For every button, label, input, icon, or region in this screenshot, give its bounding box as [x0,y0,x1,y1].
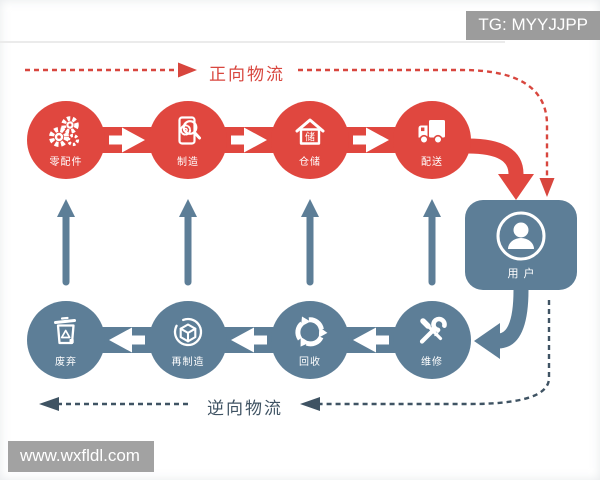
node-label: 废弃 [55,357,77,368]
delivery-to-user-arrow [467,138,534,200]
node-manufacture: 制造 [149,101,227,179]
forward-step-arrows [109,127,389,153]
node-repair: 维修 [393,301,471,379]
node-label: 回收 [299,357,321,368]
photo-edge-line [0,41,505,43]
warehouse-house-char: 储 [305,131,315,144]
node-label: 维修 [421,357,443,368]
node-user: 用户 [465,200,577,290]
telegram-watermark: TG: MYYJJPP [466,11,600,40]
repair-icon [419,316,447,344]
reverse-dashed-arrow-right [300,300,551,411]
node-label: 用户 [507,268,540,280]
truck-icon [418,120,445,145]
user-to-repair-arrow [474,289,529,359]
node-spare-parts: 零配件 [27,101,105,179]
forward-dashed-arrow-right [298,68,555,197]
node-delivery: 配送 [393,101,471,179]
node-warehouse: 储 仓储 [271,101,349,179]
node-recycle: 回收 [271,301,349,379]
upward-return-arrowheads [57,199,441,217]
node-label: 再制造 [171,357,205,368]
website-watermark: www.wxfldl.com [8,441,154,472]
manufacture-icon [178,116,201,145]
reverse-step-arrows [109,327,389,353]
gears-icon [49,116,80,147]
recycle-icon [295,316,328,347]
reverse-logistics-label: 逆向物流 [207,399,283,418]
node-label: 仓储 [299,157,321,168]
remanufacture-icon [173,317,203,347]
warehouse-icon: 储 [295,118,325,145]
user-icon [496,211,546,261]
forward-dashed-arrow-left [25,62,197,78]
upward-return-arrows [62,212,436,286]
node-disposal: 废弃 [27,301,105,379]
trash-icon [54,316,76,345]
node-remanufacture: 再制造 [149,301,227,379]
reverse-dashed-arrow-left [39,397,188,411]
node-label: 零配件 [49,157,83,168]
node-label: 配送 [421,157,443,168]
node-label: 制造 [177,157,199,168]
forward-logistics-label: 正向物流 [209,65,285,84]
